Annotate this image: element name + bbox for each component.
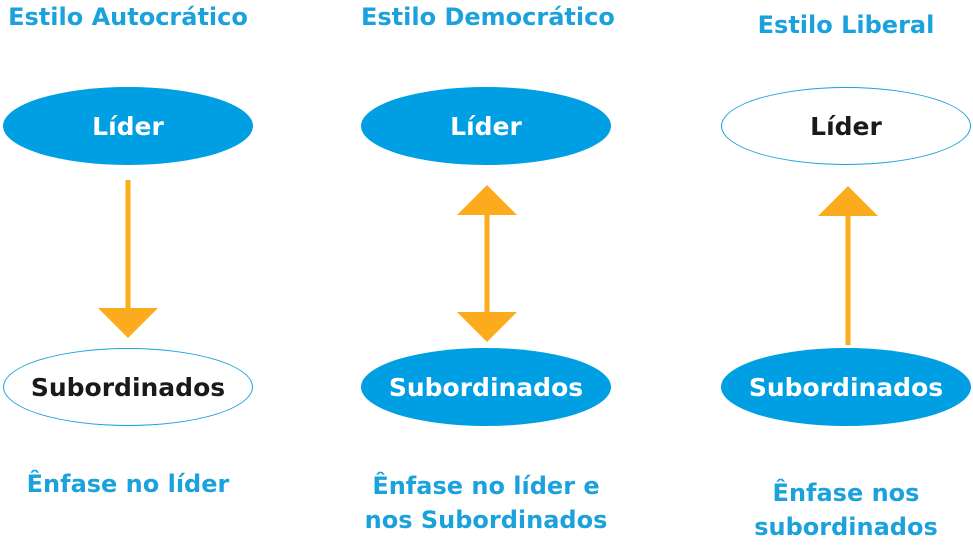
- democratic-caption-line2: nos Subordinados: [364, 506, 608, 534]
- liberal-column: Estilo Liberal Líder Subordinados Ênfase…: [721, 0, 971, 550]
- democratic-column: Estilo Democrático Líder Subordinados Ên…: [361, 0, 615, 550]
- liberal-subordinates-label: Subordinados: [748, 372, 944, 402]
- democratic-leader-label: Líder: [450, 111, 522, 141]
- autocratic-column: Estilo Autocrático Líder Subordinados Ên…: [3, 0, 253, 550]
- liberal-leader-label: Líder: [810, 111, 882, 141]
- democratic-subordinates-node: Subordinados: [361, 348, 611, 426]
- liberal-caption: Ênfase nos subordinados: [701, 476, 973, 544]
- liberal-title: Estilo Liberal: [757, 11, 935, 39]
- liberal-caption-line1: Ênfase nos: [772, 479, 920, 507]
- autocratic-leader-label: Líder: [92, 111, 164, 141]
- liberal-up-arrow: [818, 186, 878, 345]
- democratic-caption-line1: Ênfase no líder e: [372, 472, 600, 500]
- autocratic-title: Estilo Autocrático: [8, 3, 248, 31]
- autocratic-caption: Ênfase no líder: [0, 467, 273, 501]
- autocratic-leader-node: Líder: [3, 87, 253, 165]
- democratic-caption: Ênfase no líder e nos Subordinados: [341, 469, 631, 537]
- liberal-subordinates-node: Subordinados: [721, 348, 971, 426]
- democratic-title: Estilo Democrático: [361, 3, 615, 31]
- liberal-leader-node: Líder: [721, 87, 971, 165]
- democratic-bidirectional-arrow: [457, 185, 517, 342]
- autocratic-subordinates-label: Subordinados: [30, 372, 226, 402]
- autocratic-subordinates-node: Subordinados: [3, 348, 253, 426]
- liberal-caption-line2: subordinados: [754, 513, 938, 541]
- autocratic-caption-text: Ênfase no líder: [26, 470, 230, 498]
- autocratic-down-arrow: [98, 180, 158, 338]
- democratic-leader-node: Líder: [361, 87, 611, 165]
- democratic-subordinates-label: Subordinados: [388, 372, 584, 402]
